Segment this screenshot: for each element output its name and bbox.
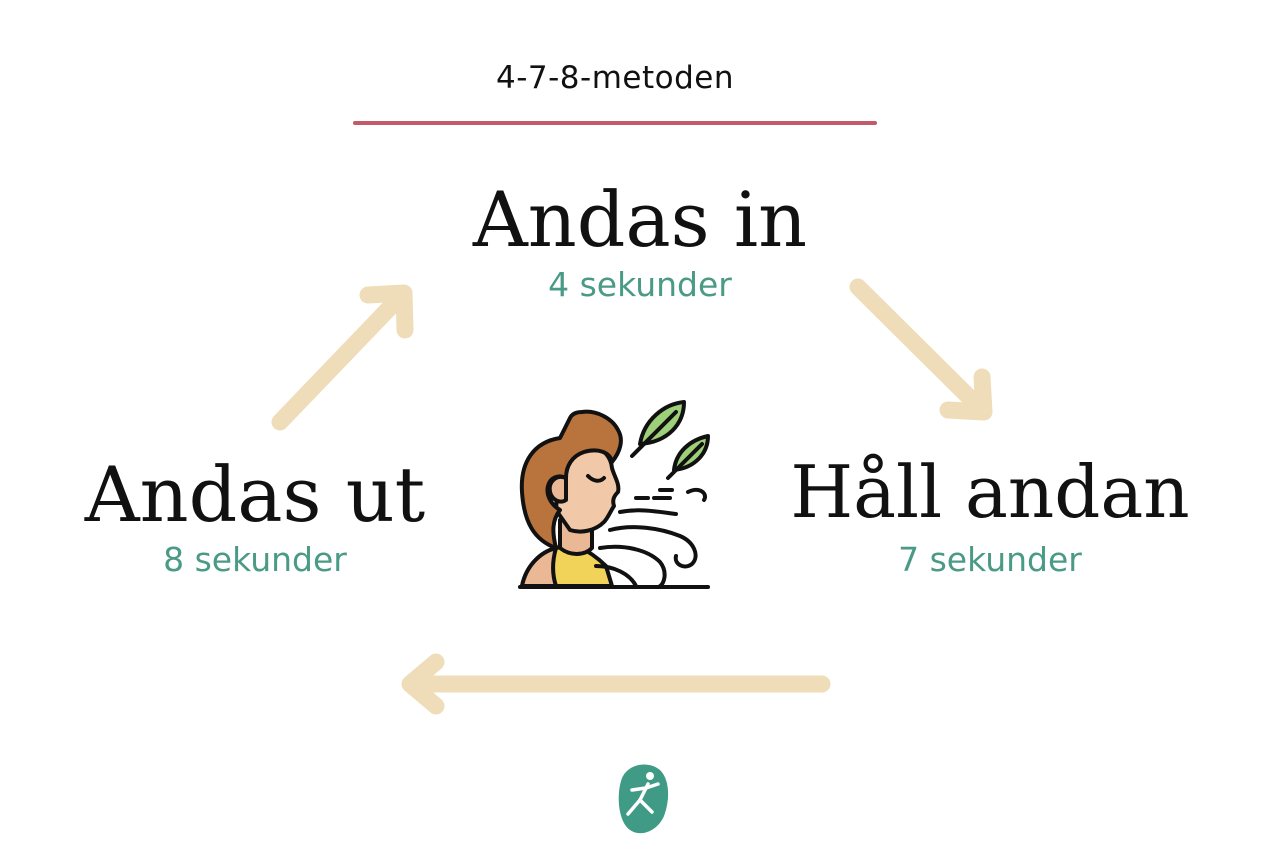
diagram-title: 4-7-8-metoden xyxy=(495,60,735,96)
step-exhale-duration: 8 sekunder xyxy=(163,540,347,579)
step-inhale-duration: 4 sekunder xyxy=(548,265,732,304)
arrow-exhale-to-inhale xyxy=(271,284,414,431)
step-exhale-label: Andas ut xyxy=(84,450,426,539)
arrow-hold-to-exhale xyxy=(401,653,831,715)
step-hold-duration: 7 sekunder xyxy=(898,540,1082,579)
step-inhale-label: Andas in xyxy=(472,175,808,264)
arrow-inhale-to-hold xyxy=(849,278,993,421)
title-underline xyxy=(353,121,877,125)
step-hold-label: Håll andan xyxy=(790,450,1190,534)
